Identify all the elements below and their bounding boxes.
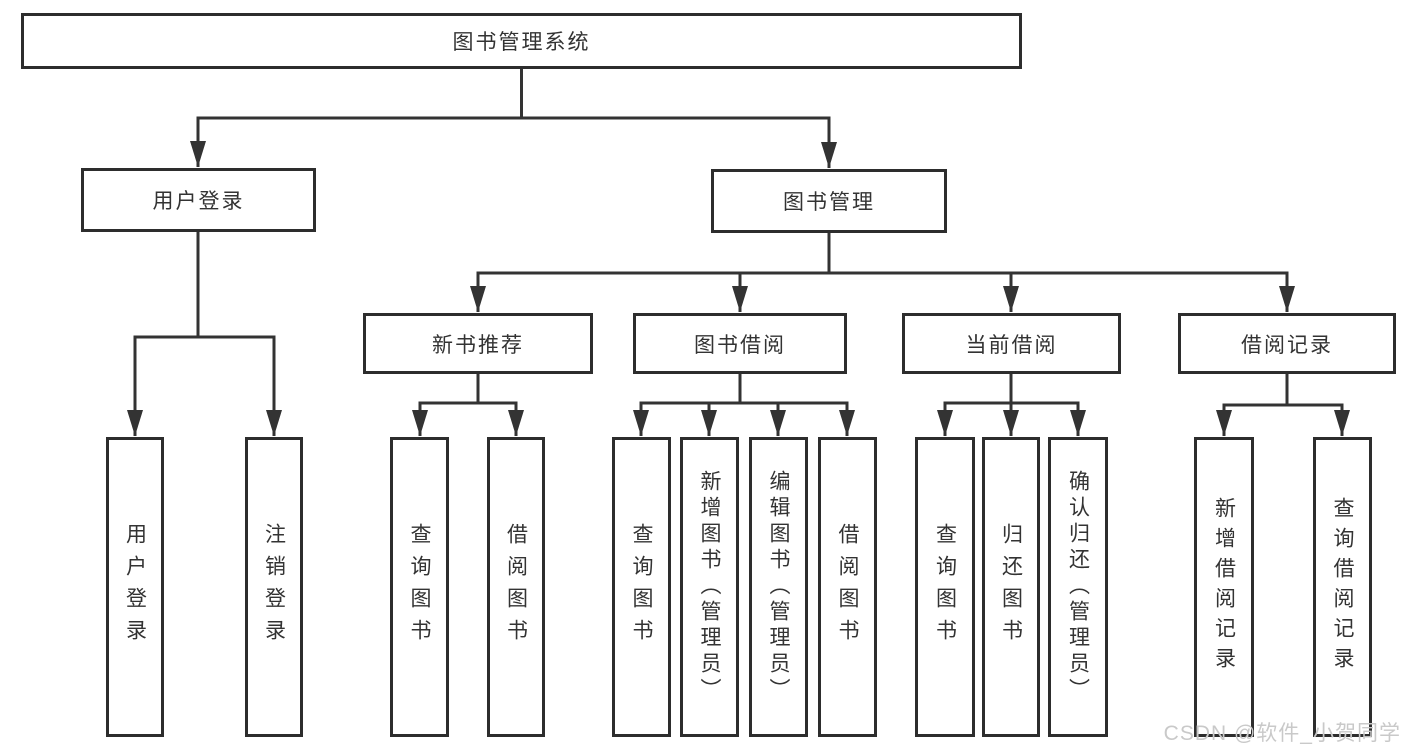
leaf-logout: 注销登录 [245,437,303,737]
node-book-borrowing: 图书借阅 [633,313,847,374]
leaf-label: 注销登录 [262,523,286,651]
leaf-label: 编辑图书（管理员） [767,470,790,704]
leaf-query-books-borrowing: 查询图书 [612,437,671,737]
leaf-label: 借阅图书 [836,523,859,651]
node-user-login: 用户登录 [81,168,316,232]
leaf-label: 归还图书 [999,523,1023,651]
leaf-label: 查询图书 [630,523,653,651]
node-label: 图书管理系统 [452,31,591,54]
leaf-add-borrow-record: 新增借阅记录 [1194,437,1254,737]
node-current-borrowing: 当前借阅 [902,313,1121,374]
node-book-management: 图书管理 [711,169,947,233]
leaf-query-books-current: 查询图书 [915,437,975,737]
node-new-book-recommend: 新书推荐 [363,313,593,374]
leaf-label: 查询图书 [933,523,957,651]
leaf-label: 确认归还（管理员） [1066,470,1090,704]
fork-borrow-records [1222,374,1344,407]
node-borrow-records: 借阅记录 [1178,313,1396,374]
leaf-borrow-books-borrowing: 借阅图书 [818,437,877,737]
leaf-label: 新增图书（管理员） [698,470,721,704]
fork-user-login [133,232,276,339]
leaf-add-books-admin: 新增图书（管理员） [680,437,739,737]
leaf-label: 借阅图书 [504,523,528,651]
node-label: 用户登录 [152,190,245,213]
fork-root [196,69,831,120]
leaf-edit-books-admin: 编辑图书（管理员） [749,437,808,737]
leaf-query-books-recommend: 查询图书 [390,437,449,737]
leaf-query-borrow-record: 查询借阅记录 [1313,437,1372,737]
fork-current-borrowing [943,374,1080,405]
node-label: 当前借阅 [965,333,1058,357]
node-label: 图书管理 [783,191,875,214]
leaf-label: 新增借阅记录 [1212,497,1236,677]
leaf-label: 查询借阅记录 [1331,497,1354,677]
leaf-borrow-books-recommend: 借阅图书 [487,437,545,737]
leaf-user-login: 用户登录 [106,437,164,737]
fork-new-book-recommend [418,374,518,405]
csdn-watermark: CSDN @软件_小贺同学 [1163,722,1401,745]
node-label: 新书推荐 [432,333,524,357]
fork-book-borrowing [639,374,849,405]
fork-book-management [476,233,1289,275]
node-label: 借阅记录 [1241,333,1333,357]
leaf-label: 查询图书 [408,523,431,651]
leaf-confirm-return-admin: 确认归还（管理员） [1048,437,1108,737]
node-label: 图书借阅 [694,333,786,357]
leaf-label: 用户登录 [123,523,147,651]
node-root: 图书管理系统 [21,13,1022,69]
leaf-return-books: 归还图书 [982,437,1040,737]
